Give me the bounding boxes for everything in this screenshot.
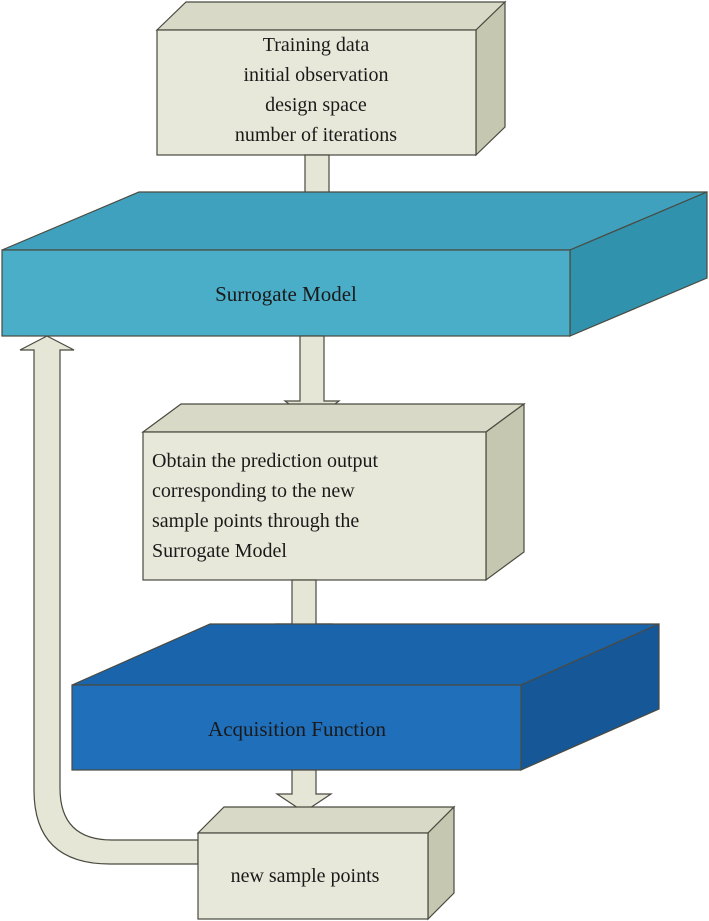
acquisition-box-front: [71, 684, 522, 771]
surrogate-model-label: Surrogate Model: [215, 282, 357, 306]
training-line-4: number of iterations: [235, 124, 397, 146]
training-data-box: Training data initial observation design…: [155, 0, 507, 157]
new-sample-points-box: new sample points: [196, 805, 456, 921]
prediction-box-side: [485, 402, 525, 582]
prediction-line-4: Surrogate Model: [152, 540, 287, 562]
training-box-top: [155, 1, 507, 31]
new-sample-points-label: new sample points: [231, 865, 380, 887]
acquisition-function-label: Acquisition Function: [208, 717, 386, 741]
surrogate-model-box: Surrogate Model: [1, 191, 708, 337]
arrow-acquisition-to-new-points: [275, 769, 333, 813]
prediction-box: Obtain the prediction output correspondi…: [141, 402, 526, 582]
prediction-line-2: corresponding to the new: [152, 480, 355, 502]
new-points-box-front: [197, 832, 429, 920]
prediction-box-top: [141, 403, 526, 433]
training-line-2: initial observation: [244, 64, 389, 86]
prediction-box-front: [142, 431, 487, 581]
new-points-box-top: [196, 806, 456, 834]
training-line-1: Training data: [263, 34, 370, 56]
feedback-arrow-to-surrogate: [19, 335, 199, 865]
prediction-line-3: sample points through the: [152, 510, 359, 532]
training-line-3: design space: [265, 94, 367, 116]
acquisition-function-box: Acquisition Function: [71, 623, 660, 771]
prediction-line-1: Obtain the prediction output: [152, 450, 379, 472]
training-box-front: [156, 29, 477, 156]
surrogate-box-front: [1, 249, 571, 337]
